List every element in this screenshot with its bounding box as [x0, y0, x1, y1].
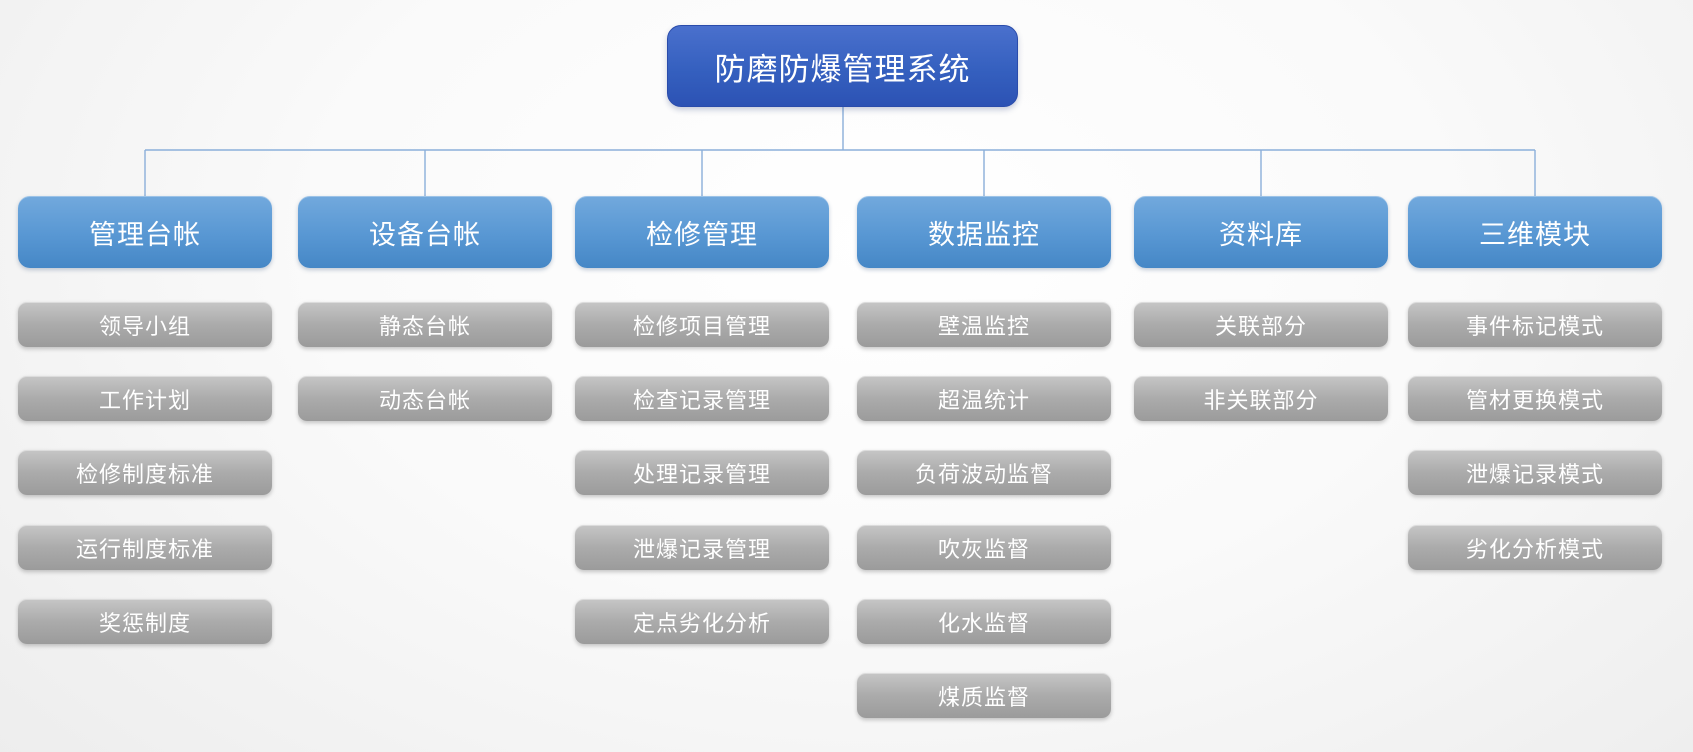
leaf-node: 超温统计: [857, 376, 1111, 421]
leaf-node-label: 领导小组: [98, 313, 191, 339]
leaf-node-label: 动态台帐: [378, 387, 471, 413]
leaf-node-label: 检修项目管理: [632, 313, 771, 339]
branch-header: 设备台帐: [298, 196, 552, 268]
leaf-node: 负荷波动监督: [857, 450, 1111, 495]
leaf-node: 管材更换模式: [1408, 376, 1662, 421]
leaf-node: 壁温监控: [857, 302, 1111, 347]
leaf-node-label: 非关联部分: [1203, 387, 1319, 413]
branch-header-label: 数据监控: [928, 219, 1040, 250]
leaf-node-label: 超温统计: [937, 387, 1030, 413]
leaf-node: 检查记录管理: [575, 376, 829, 421]
leaf-node: 劣化分析模式: [1408, 525, 1662, 570]
branch-header: 检修管理: [575, 196, 829, 268]
leaf-node-label: 检查记录管理: [632, 387, 771, 413]
leaf-node-label: 泄爆记录管理: [632, 536, 771, 562]
leaf-node-label: 壁温监控: [937, 313, 1030, 339]
leaf-node: 定点劣化分析: [575, 599, 829, 644]
leaf-node: 动态台帐: [298, 376, 552, 421]
branch-header: 管理台帐: [18, 196, 272, 268]
leaf-node-label: 静态台帐: [378, 313, 471, 339]
leaf-node-label: 奖惩制度: [98, 610, 191, 636]
leaf-node: 煤质监督: [857, 673, 1111, 718]
leaf-node-label: 煤质监督: [937, 684, 1030, 710]
leaf-node: 化水监督: [857, 599, 1111, 644]
branch-header-label: 管理台帐: [89, 219, 201, 250]
leaf-node: 静态台帐: [298, 302, 552, 347]
leaf-node-label: 处理记录管理: [632, 461, 771, 487]
leaf-node-label: 检修制度标准: [75, 461, 214, 487]
root-node-label: 防磨防爆管理系统: [714, 51, 971, 87]
leaf-node: 工作计划: [18, 376, 272, 421]
leaf-node: 非关联部分: [1134, 376, 1388, 421]
branch-header: 数据监控: [857, 196, 1111, 268]
leaf-node: 检修项目管理: [575, 302, 829, 347]
branch-header: 三维模块: [1408, 196, 1662, 268]
leaf-node: 事件标记模式: [1408, 302, 1662, 347]
leaf-node-label: 运行制度标准: [75, 536, 214, 562]
leaf-node: 运行制度标准: [18, 525, 272, 570]
leaf-node: 领导小组: [18, 302, 272, 347]
leaf-node-label: 劣化分析模式: [1465, 536, 1604, 562]
leaf-node-label: 吹灰监督: [937, 536, 1030, 562]
leaf-node: 关联部分: [1134, 302, 1388, 347]
leaf-node-label: 负荷波动监督: [914, 461, 1053, 487]
leaf-node-label: 泄爆记录模式: [1465, 461, 1604, 487]
branch-header-label: 设备台帐: [369, 219, 481, 250]
leaf-node-label: 管材更换模式: [1465, 387, 1604, 413]
branch-header-label: 检修管理: [646, 219, 758, 250]
root-node: 防磨防爆管理系统: [667, 25, 1018, 107]
leaf-node: 吹灰监督: [857, 525, 1111, 570]
branch-header-label: 三维模块: [1479, 219, 1591, 250]
branch-header-label: 资料库: [1219, 219, 1303, 250]
leaf-node-label: 关联部分: [1214, 313, 1307, 339]
branch-header: 资料库: [1134, 196, 1388, 268]
leaf-node: 奖惩制度: [18, 599, 272, 644]
leaf-node-label: 工作计划: [98, 387, 191, 413]
leaf-node: 检修制度标准: [18, 450, 272, 495]
leaf-node: 泄爆记录管理: [575, 525, 829, 570]
leaf-node: 泄爆记录模式: [1408, 450, 1662, 495]
leaf-node: 处理记录管理: [575, 450, 829, 495]
leaf-node-label: 定点劣化分析: [632, 610, 771, 636]
leaf-node-label: 化水监督: [937, 610, 1030, 636]
leaf-node-label: 事件标记模式: [1465, 313, 1604, 339]
